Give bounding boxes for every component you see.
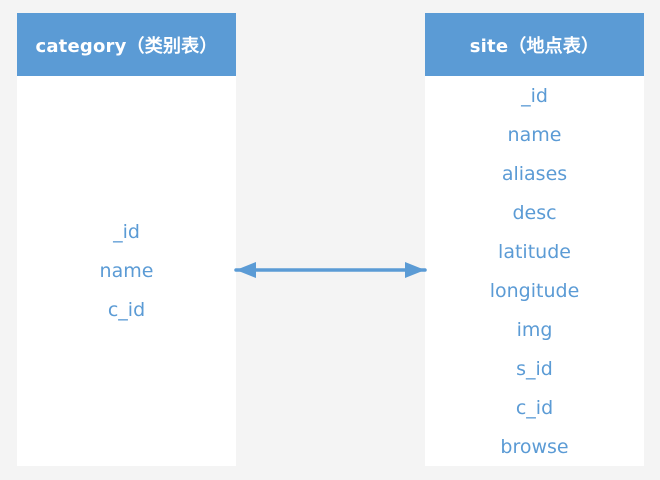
site-table: site（地点表） _id name aliases desc latitude…	[425, 13, 644, 466]
category-field-list: _id name c_id	[17, 213, 236, 330]
site-field-aliases: aliases	[501, 163, 568, 185]
site-field-list: _id name aliases desc latitude longitude…	[425, 77, 644, 467]
site-field-longitude: longitude	[489, 280, 580, 302]
site-table-header: site（地点表）	[425, 13, 644, 76]
site-field-desc: desc	[512, 202, 557, 224]
site-field-name: name	[507, 124, 562, 146]
category-table-header: category（类别表）	[17, 13, 236, 76]
site-field-latitude: latitude	[498, 241, 571, 263]
relation-arrow-right-icon	[405, 262, 425, 278]
category-field-id: _id	[113, 221, 140, 243]
category-field-name: name	[99, 260, 154, 282]
category-table-title: category（类别表）	[35, 35, 218, 57]
site-field-id: _id	[521, 85, 548, 107]
site-field-browse: browse	[500, 436, 569, 458]
site-table-title: site（地点表）	[469, 35, 600, 57]
site-field-img: img	[516, 319, 553, 341]
category-table: category（类别表） _id name c_id	[17, 13, 236, 466]
site-field-c-id: c_id	[515, 397, 554, 419]
relation-arrow-left-icon	[236, 262, 256, 278]
category-field-c-id: c_id	[107, 299, 146, 321]
site-field-s-id: s_id	[516, 358, 553, 380]
